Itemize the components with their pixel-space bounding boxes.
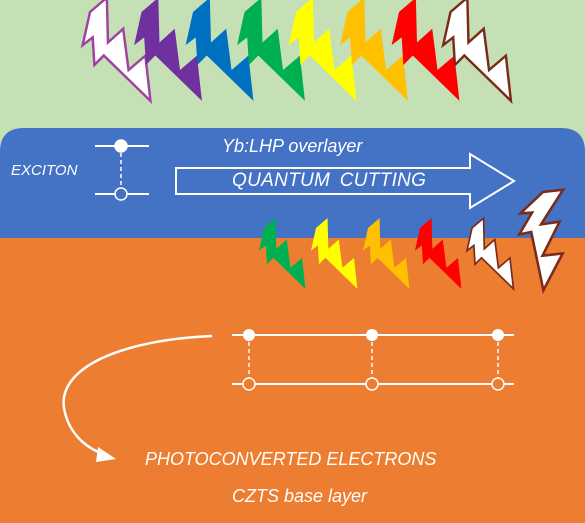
czts-base-layer bbox=[0, 238, 585, 523]
photoconverted-electrons-label: PHOTOCONVERTED ELECTRONS bbox=[145, 449, 437, 469]
hole-dot bbox=[114, 187, 128, 201]
incident-photons bbox=[68, 0, 524, 118]
quantum-cutting-arrow bbox=[175, 152, 516, 210]
electron-dot bbox=[243, 329, 255, 341]
electron-dot bbox=[114, 139, 128, 153]
photoconversion-arrow bbox=[62, 334, 213, 456]
overlayer-label: Yb:LHP overlayer bbox=[222, 136, 363, 156]
electron-dot bbox=[366, 329, 378, 341]
yb-lhp-overlayer bbox=[0, 128, 585, 238]
incident-photon-icon bbox=[428, 0, 524, 118]
hole-dot bbox=[491, 377, 505, 391]
base-layer-label: CZTS base layer bbox=[232, 486, 368, 506]
exciton-levels bbox=[95, 139, 149, 201]
exciton-label: EXCITON bbox=[11, 162, 78, 179]
hole-dot bbox=[365, 377, 379, 391]
photoconversion-arrowhead bbox=[96, 447, 116, 462]
electron-dot bbox=[492, 329, 504, 341]
hole-dot bbox=[242, 377, 256, 391]
quantum-cutting-label: QUANTUM CUTTING bbox=[232, 170, 427, 191]
electron-levels bbox=[232, 329, 514, 391]
